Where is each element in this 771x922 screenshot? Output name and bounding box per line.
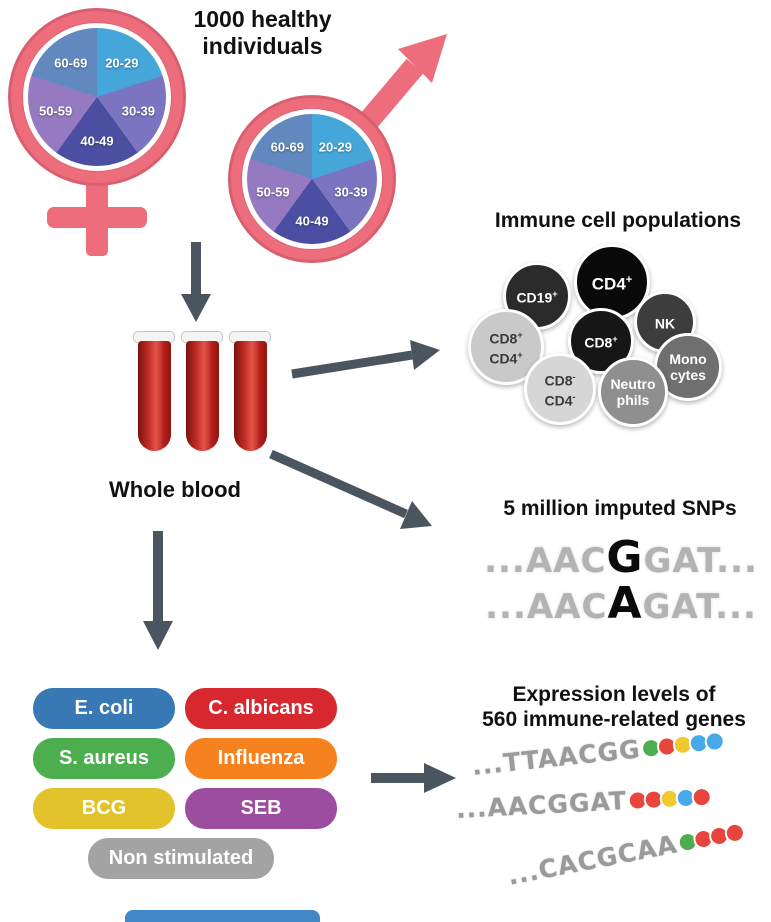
tube-blood xyxy=(185,341,219,451)
blood-tube xyxy=(229,331,271,451)
female-symbol-crossbar xyxy=(47,207,147,228)
cell-cd8pos-cd4pos: CD8+ CD4+ xyxy=(468,309,544,385)
gene-sequence: ...CACGCAA xyxy=(505,829,680,891)
female-age-pie: 20-29 30-39 40-49 50-59 60-69 xyxy=(23,23,171,171)
pie-label-50-59: 50-59 xyxy=(38,103,73,119)
pie-label-40-49: 40-49 xyxy=(295,213,329,229)
arrow-to-immune-cells xyxy=(291,340,440,379)
cell-label: CD8 xyxy=(489,331,518,347)
tube-blood xyxy=(233,341,267,451)
gene-row-2: ...AACGGAT xyxy=(455,782,713,824)
stimulus-saureus: S. aureus xyxy=(33,738,175,779)
snp-variant-allele: G xyxy=(606,532,644,583)
pie-label-30-39: 30-39 xyxy=(121,103,156,119)
stimulus-bcg: BCG xyxy=(33,788,175,829)
arrow-to-snps xyxy=(269,449,432,529)
cell-label: NK xyxy=(654,315,676,332)
cell-label: CD19 xyxy=(516,289,553,306)
blood-tube xyxy=(181,331,223,451)
expression-heading: Expression levels of 560 immune-related … xyxy=(482,683,746,731)
immune-populations-heading: Immune cell populations xyxy=(494,209,742,232)
stimulus-nonstimulated: Non stimulated xyxy=(88,838,274,879)
gene-sequence: ...TTAACGG xyxy=(470,734,642,781)
pie-label-60-69: 60-69 xyxy=(270,139,304,154)
cell-label: CD4 xyxy=(591,274,626,294)
cell-cd4: CD4+ xyxy=(574,244,650,320)
cell-label: CD8 xyxy=(584,334,613,351)
stimulus-seb: SEB xyxy=(185,788,337,829)
pie-label-50-59: 50-59 xyxy=(256,184,290,200)
arrow-to-blood xyxy=(181,242,211,322)
pie-label-60-69: 60-69 xyxy=(54,55,88,70)
cell-cd8neg-cd4neg: CD8- CD4- xyxy=(524,353,596,425)
tube-blood xyxy=(137,341,171,451)
snp-sequence-1: ...AACGGAT... xyxy=(484,532,758,583)
partial-pill-cutoff xyxy=(125,910,320,922)
arrow-to-expression xyxy=(371,763,456,793)
cell-label: CD8 xyxy=(544,373,573,389)
stimulus-ecoli: E. coli xyxy=(33,688,175,729)
cell-neutrophils: Neutro phils xyxy=(598,357,668,427)
pie-label-40-49: 40-49 xyxy=(80,133,114,149)
cell-label: Neutro xyxy=(610,376,656,392)
arrow-to-stimulations xyxy=(143,531,173,650)
pie-label-20-29: 20-29 xyxy=(318,139,353,154)
pie-label-20-29: 20-29 xyxy=(105,55,139,70)
male-symbol-arrow xyxy=(357,34,447,132)
stimulus-calbicans: C. albicans xyxy=(185,688,337,729)
figure-title: 1000 healthy individuals xyxy=(193,6,332,59)
expression-dot xyxy=(703,729,726,752)
snps-heading: 5 million imputed SNPs xyxy=(503,497,737,520)
male-age-pie: 20-29 30-39 40-49 50-59 60-69 xyxy=(242,109,382,249)
gene-sequence: ...AACGGAT xyxy=(455,786,628,824)
snp-sequence-2: ...AACAGAT... xyxy=(485,578,757,629)
gene-row-1: ...TTAACGG xyxy=(470,725,726,781)
cell-label: Mono xyxy=(669,351,707,367)
stimulus-influenza: Influenza xyxy=(185,738,337,779)
snp-variant-allele: A xyxy=(607,578,643,629)
pie-label-30-39: 30-39 xyxy=(334,184,368,200)
whole-blood-label: Whole blood xyxy=(109,477,241,502)
expression-dot xyxy=(691,786,713,808)
gene-row-3: ...CACGCAA xyxy=(505,816,747,891)
blood-tube xyxy=(133,331,175,451)
